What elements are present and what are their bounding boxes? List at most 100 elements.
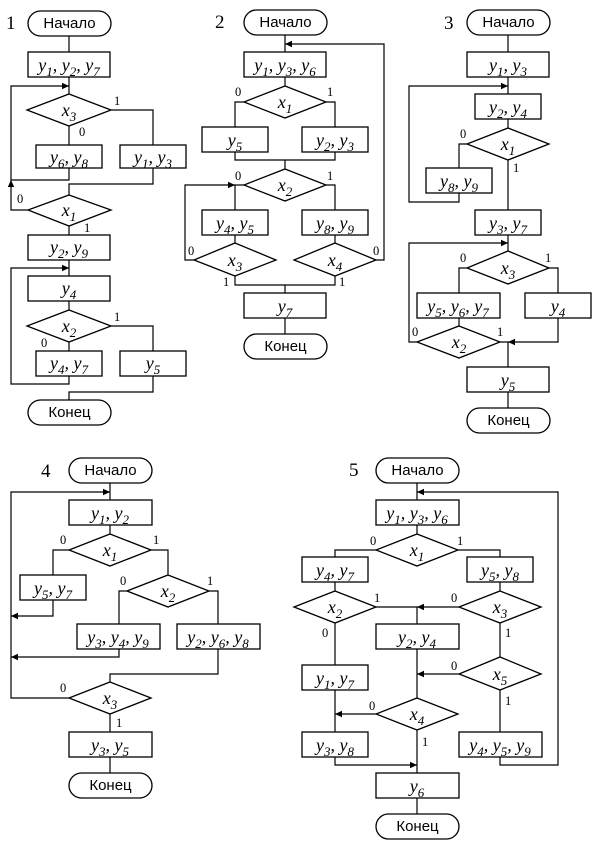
branch-labels: 0 1 0 1 0 1 (60, 533, 213, 730)
process-block: y6, y8 (35, 144, 103, 171)
connectors (7, 36, 154, 400)
terminal-label: Начало (391, 462, 443, 479)
terminal-start: Начало (68, 457, 153, 484)
svg-text:1: 1 (422, 735, 428, 749)
svg-text:0: 0 (41, 336, 47, 350)
terminal-start: Начало (466, 9, 551, 36)
svg-text:1: 1 (497, 325, 503, 339)
terminal-label: Конец (264, 338, 307, 355)
svg-text:0: 0 (451, 659, 457, 673)
svg-text:1: 1 (84, 221, 90, 235)
flowchart-2: 2 Начало y1, y3, y6 x1 (184, 9, 385, 360)
svg-text:0: 0 (373, 244, 379, 258)
process-block: y1, y7 (301, 664, 369, 692)
terminal-label: Конец (396, 818, 439, 835)
connectors (10, 483, 219, 773)
decision-diamond: x4 (292, 242, 378, 277)
connectors (334, 483, 559, 814)
decision-diamond: x3 (192, 242, 278, 277)
branch-labels: 0 1 0 1 0 0 1 1 (188, 85, 379, 289)
terminal-label: Конец (48, 404, 91, 421)
svg-text:1: 1 (505, 626, 511, 640)
terminal-start: Начало (243, 9, 328, 36)
process-block: y1, y2 (68, 499, 153, 527)
terminal-label: Начало (43, 15, 95, 32)
diagram-number: 3 (444, 13, 454, 34)
process-block: y1, y2, y7 (27, 51, 111, 79)
decision-diamond: x2 (125, 574, 211, 608)
process-block: y4, y7 (35, 350, 103, 377)
svg-text:1: 1 (327, 169, 333, 183)
process-block: y3, y4, y9 (76, 623, 161, 651)
flowchart-5: 5 Начало (292, 457, 559, 840)
terminal-start: Начало (27, 10, 112, 37)
svg-text:1: 1 (457, 534, 463, 548)
svg-text:0: 0 (235, 169, 241, 183)
decision-diamond: x1 (26, 194, 113, 227)
svg-text:0: 0 (60, 533, 66, 547)
decision-diamond: x2 (25, 309, 113, 343)
decision-diamond: x1 (374, 533, 460, 567)
svg-text:0: 0 (120, 574, 126, 588)
svg-text:0: 0 (322, 626, 328, 640)
terminal-end: Конец (68, 772, 153, 799)
process-block: y4, y5 (201, 209, 269, 237)
svg-text:0: 0 (460, 251, 466, 265)
diagram-number: 1 (6, 13, 16, 34)
process-block: y4 (524, 292, 592, 320)
process-block: y2, y9 (27, 234, 111, 261)
svg-text:0: 0 (370, 534, 376, 548)
process-block: y5, y6, y7 (416, 292, 501, 320)
svg-text:1: 1 (513, 161, 519, 175)
terminal-label: Начало (84, 462, 136, 479)
svg-text:1: 1 (545, 251, 551, 265)
svg-text:1: 1 (116, 716, 122, 730)
diagram-number: 2 (215, 12, 225, 33)
svg-text:1: 1 (114, 310, 120, 324)
decision-diamond: x2 (242, 168, 328, 202)
process-block: y6 (375, 772, 460, 800)
branch-labels: 1 0 0 1 1 0 (17, 94, 120, 350)
flowchart-1: 1 Начало y1, y2, y7 (6, 10, 187, 426)
process-block: y1, y3, y6 (375, 499, 460, 527)
svg-text:1: 1 (374, 591, 380, 605)
svg-text:1: 1 (223, 275, 229, 289)
process-block: y4, y5, y9 (458, 731, 543, 759)
branch-labels: 0 1 1 0 0 1 0 1 0 1 (322, 534, 511, 749)
flowchart-4: 4 Начало y1, y2 x1 (10, 457, 261, 799)
svg-text:1: 1 (207, 574, 213, 588)
svg-text:1: 1 (339, 275, 345, 289)
process-block: y8, y9 (425, 167, 493, 195)
svg-text:0: 0 (79, 125, 85, 139)
process-block: y3, y5 (68, 731, 153, 759)
decision-diamond: x5 (457, 656, 543, 691)
svg-text:0: 0 (60, 681, 66, 695)
decision-diamond: x2 (415, 325, 502, 359)
diagram-number: 5 (349, 460, 359, 481)
svg-text:1: 1 (114, 94, 120, 108)
branch-labels: 0 1 0 1 0 1 (412, 127, 551, 339)
process-block: y1, y3, y6 (243, 51, 327, 79)
terminal-end: Конец (375, 813, 460, 840)
decision-diamond: x4 (374, 697, 460, 731)
diagram-number: 4 (41, 461, 51, 482)
decision-diamond: x3 (25, 93, 113, 127)
process-block: y2, y3 (301, 126, 369, 154)
process-block: y5 (201, 126, 269, 154)
connectors (184, 35, 385, 334)
terminal-end: Конец (27, 399, 112, 426)
decision-diamond: x3 (457, 590, 543, 624)
process-block: y1, y3 (119, 144, 187, 171)
process-block: y7 (243, 292, 327, 320)
terminal-label: Конец (487, 412, 530, 429)
svg-text:0: 0 (17, 192, 23, 206)
process-block: y3, y8 (301, 731, 369, 759)
process-block: y3, y7 (474, 209, 542, 237)
terminal-label: Конец (89, 777, 132, 794)
svg-text:1: 1 (505, 694, 511, 708)
process-block: y5, y8 (466, 556, 534, 584)
connectors (408, 35, 559, 408)
process-block: y2, y4 (375, 623, 460, 651)
svg-text:1: 1 (327, 85, 333, 99)
